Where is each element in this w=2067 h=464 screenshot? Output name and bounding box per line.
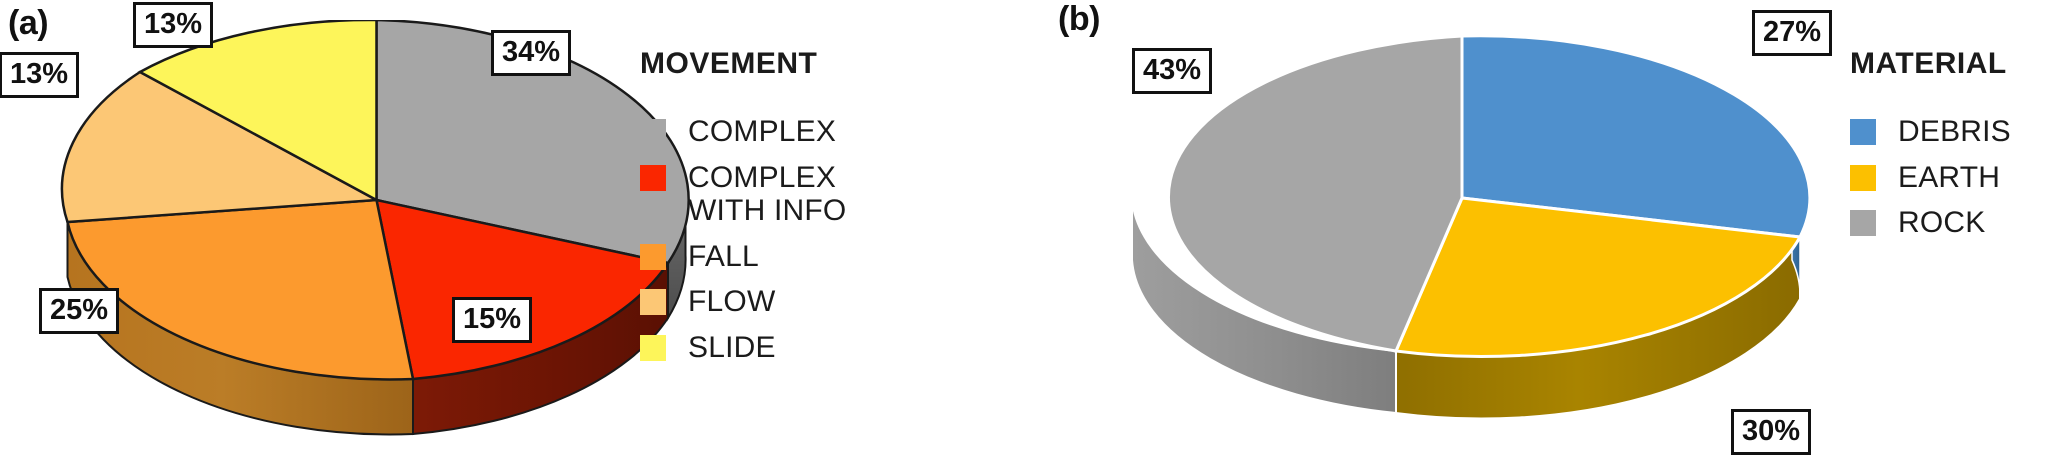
legend-swatch-complex <box>640 119 666 145</box>
legend-label-flow: FLOW <box>688 285 776 319</box>
pct-label-fall: 25% <box>39 288 120 334</box>
pct-label-complex-with-info: 15% <box>452 297 533 343</box>
legend-item-rock[interactable]: ROCK <box>1850 206 2011 240</box>
panel-label-a: (a) <box>8 4 49 42</box>
legend-label-complex-with-info: COMPLEX WITH INFO <box>688 160 847 228</box>
legend-label-earth: EARTH <box>1898 160 2001 194</box>
pie-b-slice-earth <box>1393 196 1803 359</box>
pct-label-debris: 27% <box>1752 10 1833 56</box>
legend-item-flow[interactable]: FLOW <box>640 285 846 319</box>
pie-a-slice-slide <box>137 20 378 203</box>
legend-title-material: MATERIAL <box>1850 47 2007 80</box>
legend-swatch-earth <box>1850 164 1876 191</box>
pie-chart-panel-a: (a) <box>0 2 846 436</box>
legend-swatch-rock <box>1850 210 1876 237</box>
legend-label-complex: COMPLEX <box>688 115 837 148</box>
legend-swatch-debris <box>1850 119 1876 145</box>
pie-a-slice-fall <box>65 198 415 381</box>
pie-a-slice-complex-info <box>374 198 671 381</box>
legend-item-earth[interactable]: EARTH <box>1850 161 2011 195</box>
pct-label-slide: 13% <box>133 2 214 48</box>
legend-item-slide[interactable]: SLIDE <box>640 331 846 365</box>
pie-a-slice-flow <box>60 70 381 224</box>
legend-item-debris[interactable]: DEBRIS <box>1850 115 2011 149</box>
pie-b-svg <box>1131 34 1812 420</box>
pct-label-complex: 34% <box>491 30 572 76</box>
pie-a-slice-complex <box>375 20 690 265</box>
pie-b-slice-debris <box>1460 34 1812 239</box>
legend-label-fall: FALL <box>688 239 759 273</box>
legend-item-fall[interactable]: FALL <box>640 240 846 274</box>
pct-label-flow: 13% <box>0 52 80 98</box>
legend-material: MATERIAL DEBRIS EARTH ROCK <box>1850 47 2011 252</box>
pie-b-slice-rock <box>1166 34 1464 353</box>
legend-item-complex[interactable]: COMPLEX <box>640 115 846 149</box>
legend-title-movement: MOVEMENT <box>640 47 818 80</box>
legend-swatch-flow <box>640 289 666 316</box>
legend-label-slide: SLIDE <box>688 330 776 364</box>
legend-swatch-slide <box>640 334 666 361</box>
pie-chart-panel-b: (b) <box>1040 0 2067 464</box>
pie-a-svg <box>60 20 690 436</box>
legend-item-complex-with-info[interactable]: COMPLEX WITH INFO <box>640 161 846 228</box>
legend-label-debris: DEBRIS <box>1898 115 2011 148</box>
legend-movement: MOVEMENT COMPLEX COMPLEX WITH INFO FALL … <box>640 47 846 377</box>
legend-label-rock: ROCK <box>1898 206 1986 240</box>
legend-swatch-complex-with-info <box>640 164 666 191</box>
pct-label-earth: 30% <box>1731 409 1812 455</box>
panel-label-b: (b) <box>1058 0 1100 38</box>
pct-label-rock: 43% <box>1132 48 1213 94</box>
legend-swatch-fall <box>640 243 666 270</box>
